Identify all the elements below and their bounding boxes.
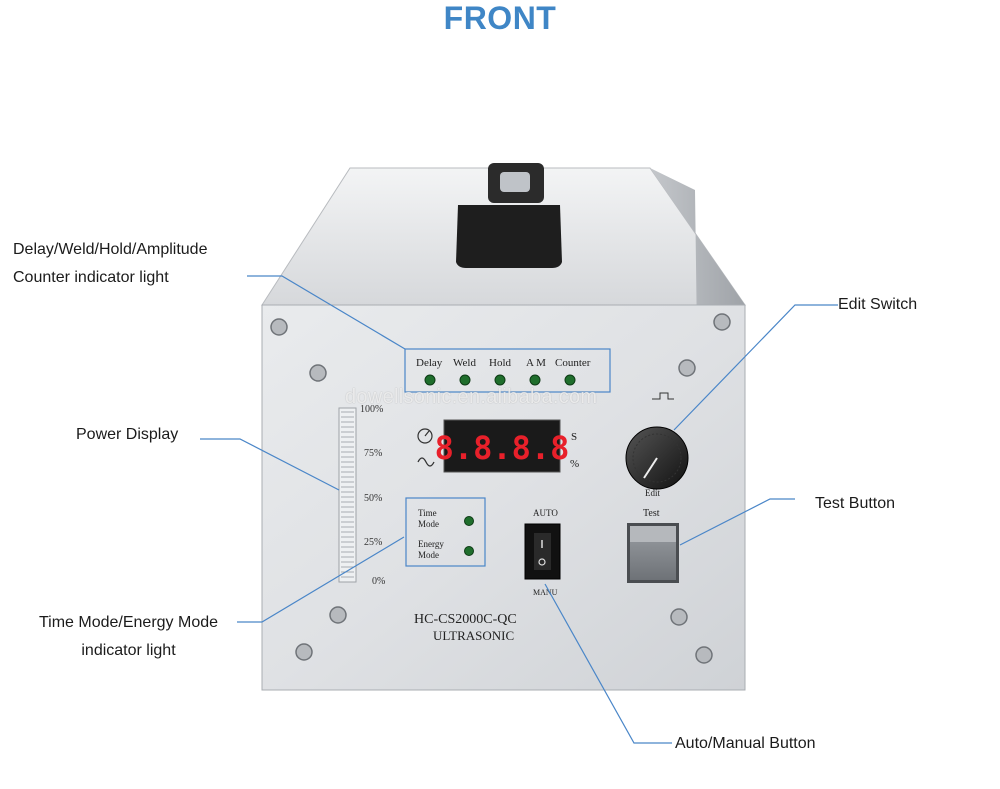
power-bar [338,407,357,583]
mode-box [405,497,486,567]
stopwatch-icon [417,428,433,444]
test-button-callout: Test Button [815,495,896,512]
sine-wave-icon [417,457,435,467]
edit-switch-callout: Edit Switch [838,296,918,313]
screws [270,313,731,664]
unit-s: S [571,431,577,443]
time-mode-light [464,516,474,526]
energy-mode-light [464,546,474,556]
scale-25: 25% [364,537,382,548]
indicator-callout-line2: Counter indicator light [13,269,169,286]
display-digits: 8.8.8.8 [435,429,570,467]
mode-callout-line1: Time Mode/Energy Mode [38,614,219,631]
energy-mode-line1: Energy [418,539,444,549]
light-label-am: A M [526,357,546,369]
light-label-delay: Delay [416,357,443,369]
model-name: HC-CS2000C-QC [414,612,517,627]
switch-auto-label: AUTO [533,508,558,518]
power-display-callout: Power Display [76,426,179,443]
brand-name: ULTRASONIC [433,628,514,643]
switch-manu-label: MANU [533,588,558,597]
light-label-hold: Hold [489,357,512,369]
indicator-lights [424,374,576,386]
energy-mode-line2: Mode [418,550,439,560]
scale-100: 100% [360,404,383,415]
digital-display [443,419,561,473]
indicator-box [404,348,611,393]
indicator-callout-line1: Delay/Weld/Hold/Amplitude [13,241,208,258]
scale-50: 50% [364,493,382,504]
watermark: dowellsonic.en.alibaba.com [345,386,598,408]
auto-manual-callout: Auto/Manual Button [675,735,816,752]
indicator-callout: Delay/Weld/Hold/Amplitude Counter indica… [13,236,207,292]
time-mode-line1: Time [418,508,437,518]
page-title: FRONT [443,0,557,36]
light-label-weld: Weld [453,357,476,369]
time-mode-line2: Mode [418,519,439,529]
mode-callout: Time Mode/Energy Mode indicator light [31,609,226,665]
scale-75: 75% [364,448,382,459]
unit-percent: % [570,458,579,470]
callout-lines [200,275,838,744]
light-label-counter: Counter [555,357,591,369]
mode-callout-line2: indicator light [81,642,176,659]
edit-label: Edit [645,488,660,498]
test-label: Test [643,508,660,519]
edit-knob [625,392,689,490]
handle [456,163,562,268]
scale-0: 0% [372,576,385,587]
